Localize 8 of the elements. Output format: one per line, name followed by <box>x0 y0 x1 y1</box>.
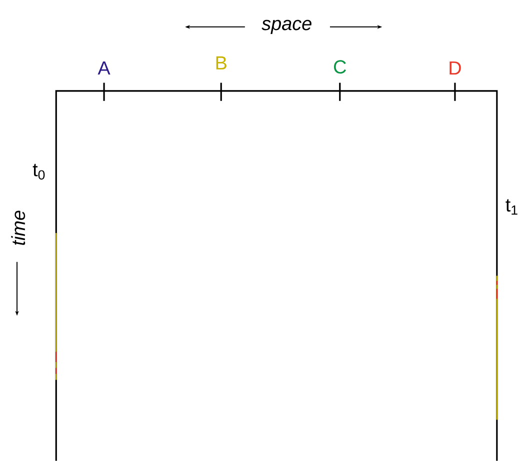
position-label: D <box>450 62 461 75</box>
axis-label: space <box>262 20 312 34</box>
position-label: A <box>98 62 110 75</box>
position-label: C <box>334 60 346 74</box>
time-label: t$_{0}$ <box>32 164 45 180</box>
time-label: t$_{1}$ <box>506 199 518 215</box>
axis-label: time <box>11 210 26 245</box>
position-label: B <box>216 56 226 70</box>
